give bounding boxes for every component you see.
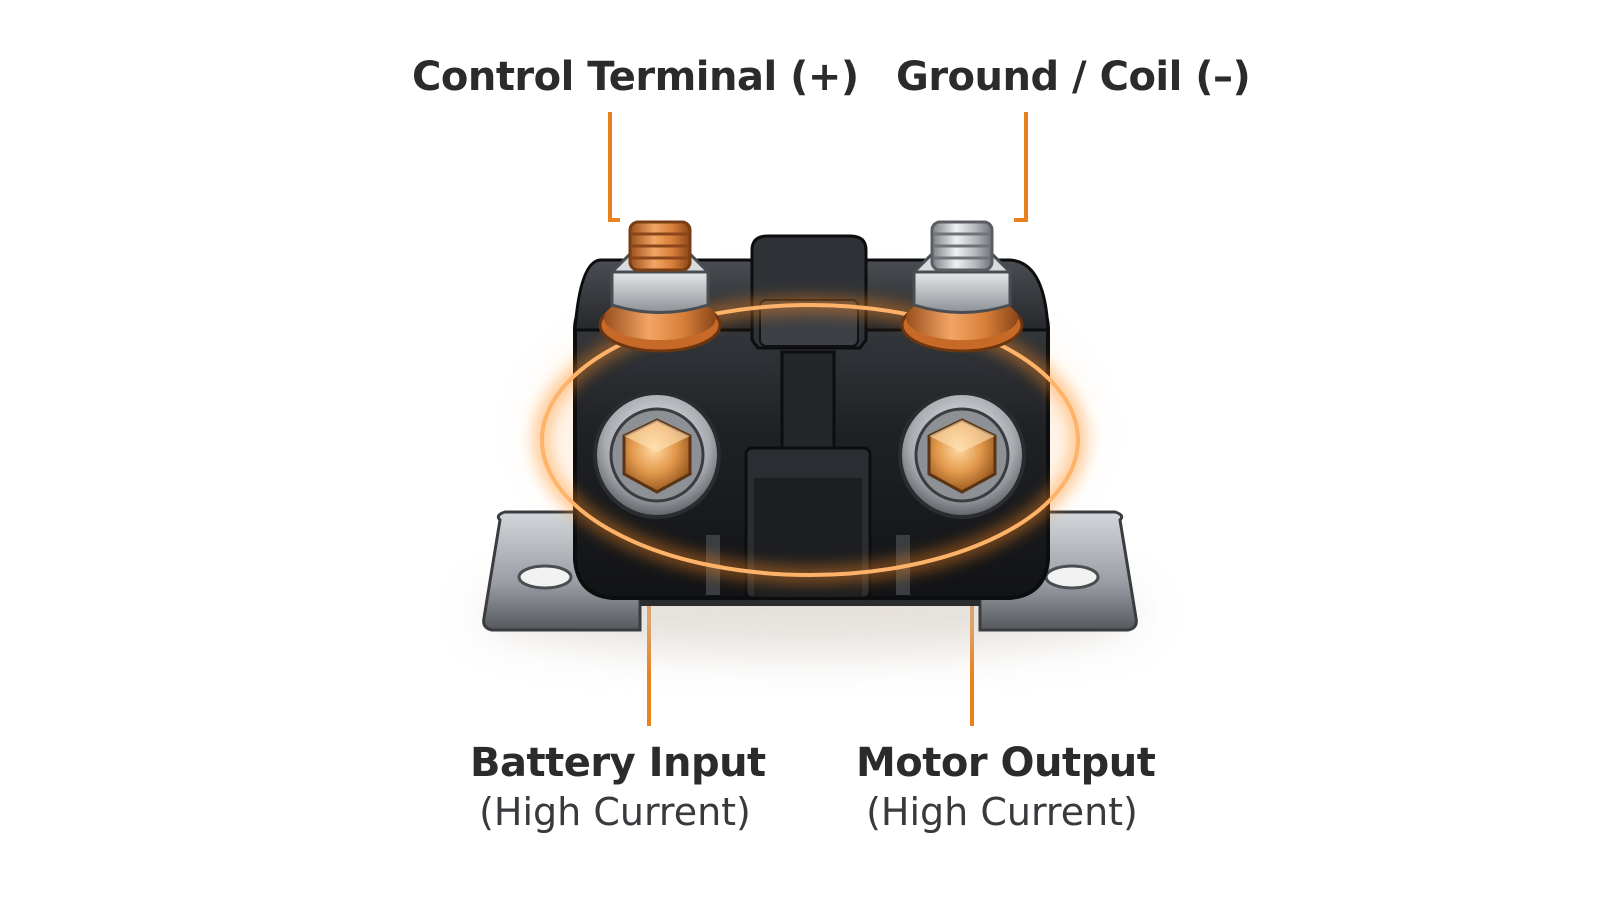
label-control-terminal: Control Terminal (+) — [412, 54, 859, 100]
leader-line-control-terminal — [608, 112, 620, 222]
label-battery-input-main: Battery Input — [470, 740, 766, 786]
bracket-hole-right — [1044, 564, 1100, 590]
label-motor-output-sub: (High Current) — [866, 790, 1138, 834]
bracket-hole-left — [517, 564, 573, 590]
leader-line-ground-coil — [1014, 112, 1028, 222]
ground-coil-terminal-stud — [900, 220, 1024, 353]
battery-input-terminal — [593, 391, 721, 519]
motor-output-terminal — [898, 391, 1026, 519]
label-ground-coil: Ground / Coil (–) — [896, 54, 1251, 100]
label-motor-output-main: Motor Output — [856, 740, 1156, 786]
glow-ring — [535, 298, 1085, 582]
label-motor-output: Motor Output (High Current) — [856, 740, 1156, 834]
control-terminal-stud — [598, 220, 722, 353]
label-battery-input-sub: (High Current) — [479, 790, 751, 834]
label-battery-input: Battery Input (High Current) — [470, 740, 766, 834]
